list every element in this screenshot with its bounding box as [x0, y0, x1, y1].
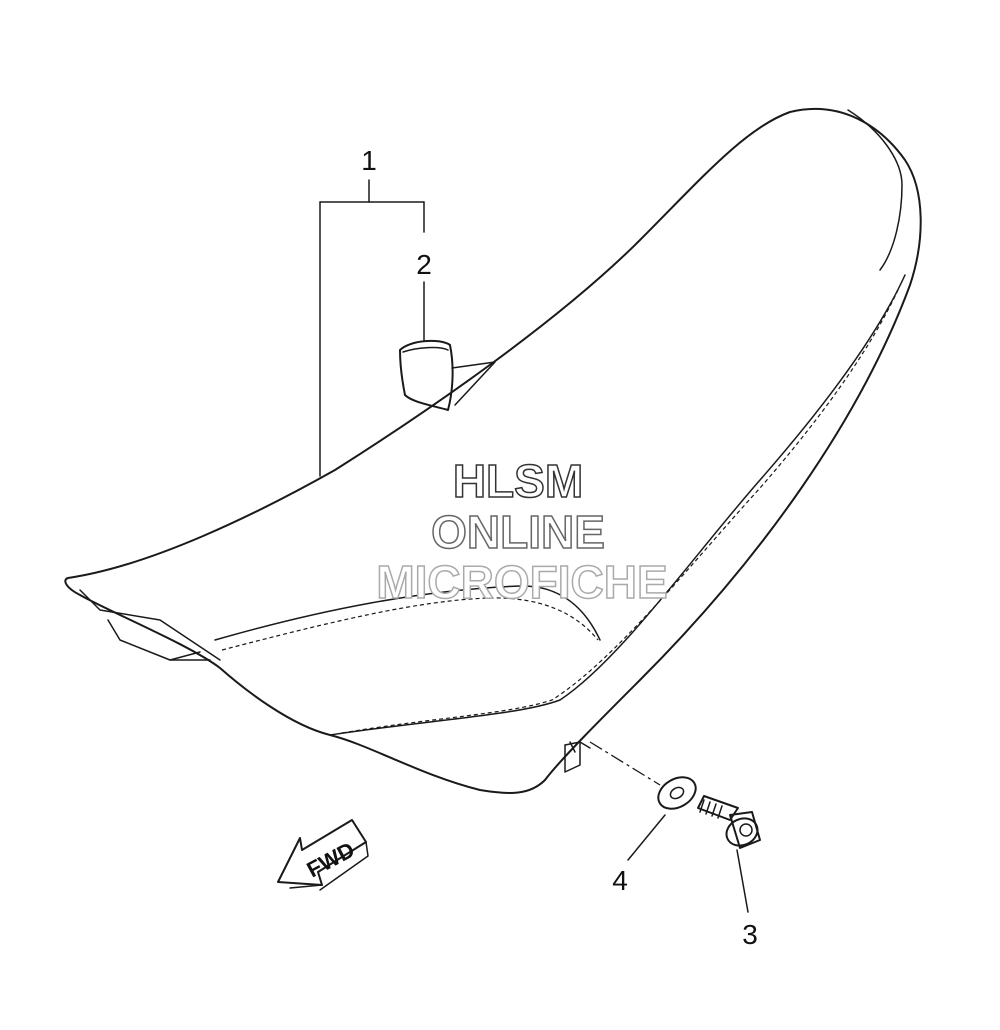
washer: [657, 776, 697, 810]
seat: [64, 107, 922, 794]
seat-band: [399, 339, 496, 411]
watermark: HLSM ONLINE MICROFICHE: [376, 454, 669, 609]
callout-1-label: 1: [361, 145, 377, 176]
callout-4-label: 4: [612, 865, 628, 896]
bolt: [697, 795, 761, 849]
watermark-line-1: HLSM: [453, 455, 583, 507]
callout-leaders: [319, 179, 749, 913]
callout-3-label: 3: [742, 919, 758, 950]
watermark-line-2: ONLINE: [431, 506, 605, 558]
fastener-centerline: [589, 741, 661, 786]
watermark-line-3: MICROFICHE: [376, 556, 667, 608]
fwd-direction-marker: FWD: [277, 819, 369, 891]
direction-arrow-icon: [277, 819, 367, 886]
callout-2-label: 2: [416, 249, 432, 280]
